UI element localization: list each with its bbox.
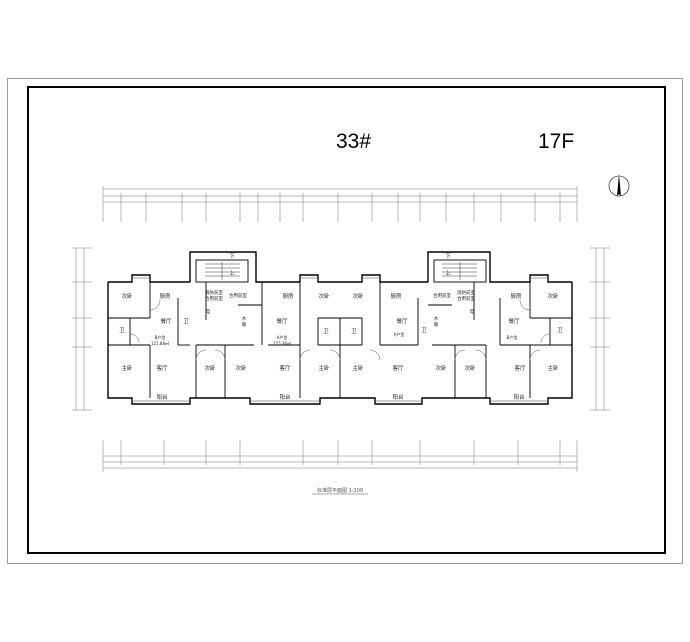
building-number: 33# [336, 130, 372, 153]
room-label: 阳台 [279, 393, 291, 401]
room-label: 阳台 [392, 393, 404, 401]
core-label: 上 [445, 269, 451, 277]
room-label: 次卧 [352, 292, 364, 300]
room-label: 卫 [421, 327, 427, 334]
room-label: 主卧 [318, 364, 330, 372]
core-hall: 合用前室 [229, 292, 247, 299]
room-label: 厨房 [390, 292, 402, 300]
room-label: 卫 [557, 327, 563, 334]
interior-walls [108, 259, 572, 398]
door-swings [129, 299, 551, 361]
room-label: 餐厅 [276, 317, 288, 325]
room-label: 客厅 [514, 364, 526, 372]
unit-area: 121.88㎡ [151, 340, 169, 346]
core-elevator: 电 [206, 308, 211, 315]
room-label: 客厅 [156, 364, 168, 372]
core-hall: 合用前室 [433, 292, 451, 299]
windows [132, 277, 548, 402]
dimension-bottom [102, 440, 578, 472]
unit-type: B户型 [507, 334, 518, 340]
room-label: 厨房 [510, 292, 522, 300]
room-label: 阳台 [156, 393, 168, 401]
core-note: 消防前室 [205, 289, 223, 296]
core-label: 上 [229, 269, 235, 277]
core-note: 消防前室 [457, 289, 475, 296]
core-label: 下 [445, 253, 451, 260]
core-note: 合用前室 [457, 295, 475, 302]
unit-type: A户型 [394, 331, 405, 337]
dimension-sides [72, 247, 610, 411]
dimension-top [102, 186, 578, 222]
room-label: 厨房 [282, 292, 294, 300]
core-note: 合用前室 [205, 295, 223, 302]
room-label: 主卧 [121, 364, 133, 372]
room-label: 次卧 [235, 364, 247, 372]
room-label: 主卧 [352, 364, 364, 372]
room-label: 餐厅 [396, 317, 408, 325]
room-label: 次卧 [435, 364, 447, 372]
room-label: 次卧 [121, 292, 133, 300]
floor-label: 17F [538, 130, 575, 153]
room-label: 次卧 [204, 364, 216, 372]
room-label: 次卧 [318, 292, 330, 300]
outer-border [7, 78, 683, 564]
core-label: 下 [229, 253, 235, 260]
room-label: 餐厅 [160, 317, 172, 325]
stair-left [205, 262, 240, 280]
unit-type: B户型 [155, 334, 166, 340]
room-label: 客厅 [279, 364, 291, 372]
room-label: 餐厅 [508, 317, 520, 325]
room-label: 厨房 [159, 292, 171, 300]
core-shaft: 水 [434, 315, 439, 322]
room-label: 次卧 [547, 292, 559, 300]
plan-caption: 标准层平面图 1:100 [317, 487, 363, 494]
room-label: 次卧 [464, 364, 476, 372]
core-shaft: 暖 [242, 321, 247, 328]
room-label: 卫 [119, 327, 125, 334]
unit-type: A户型 [277, 334, 288, 340]
drawing-frame [27, 86, 666, 554]
room-label: 卫 [351, 328, 357, 335]
core-shaft: 暖 [434, 321, 439, 328]
room-label: 卫 [183, 318, 189, 325]
core-elevator: 电 [470, 308, 475, 315]
room-label: 主卧 [547, 364, 559, 372]
room-label: 阳台 [513, 393, 525, 401]
stair-right [442, 262, 477, 280]
room-label: 客厅 [392, 364, 404, 372]
room-label: 卫 [323, 328, 329, 335]
north-arrow-icon [608, 174, 630, 197]
unit-area: 125.36㎡ [273, 340, 291, 346]
core-shaft: 水 [242, 315, 247, 322]
